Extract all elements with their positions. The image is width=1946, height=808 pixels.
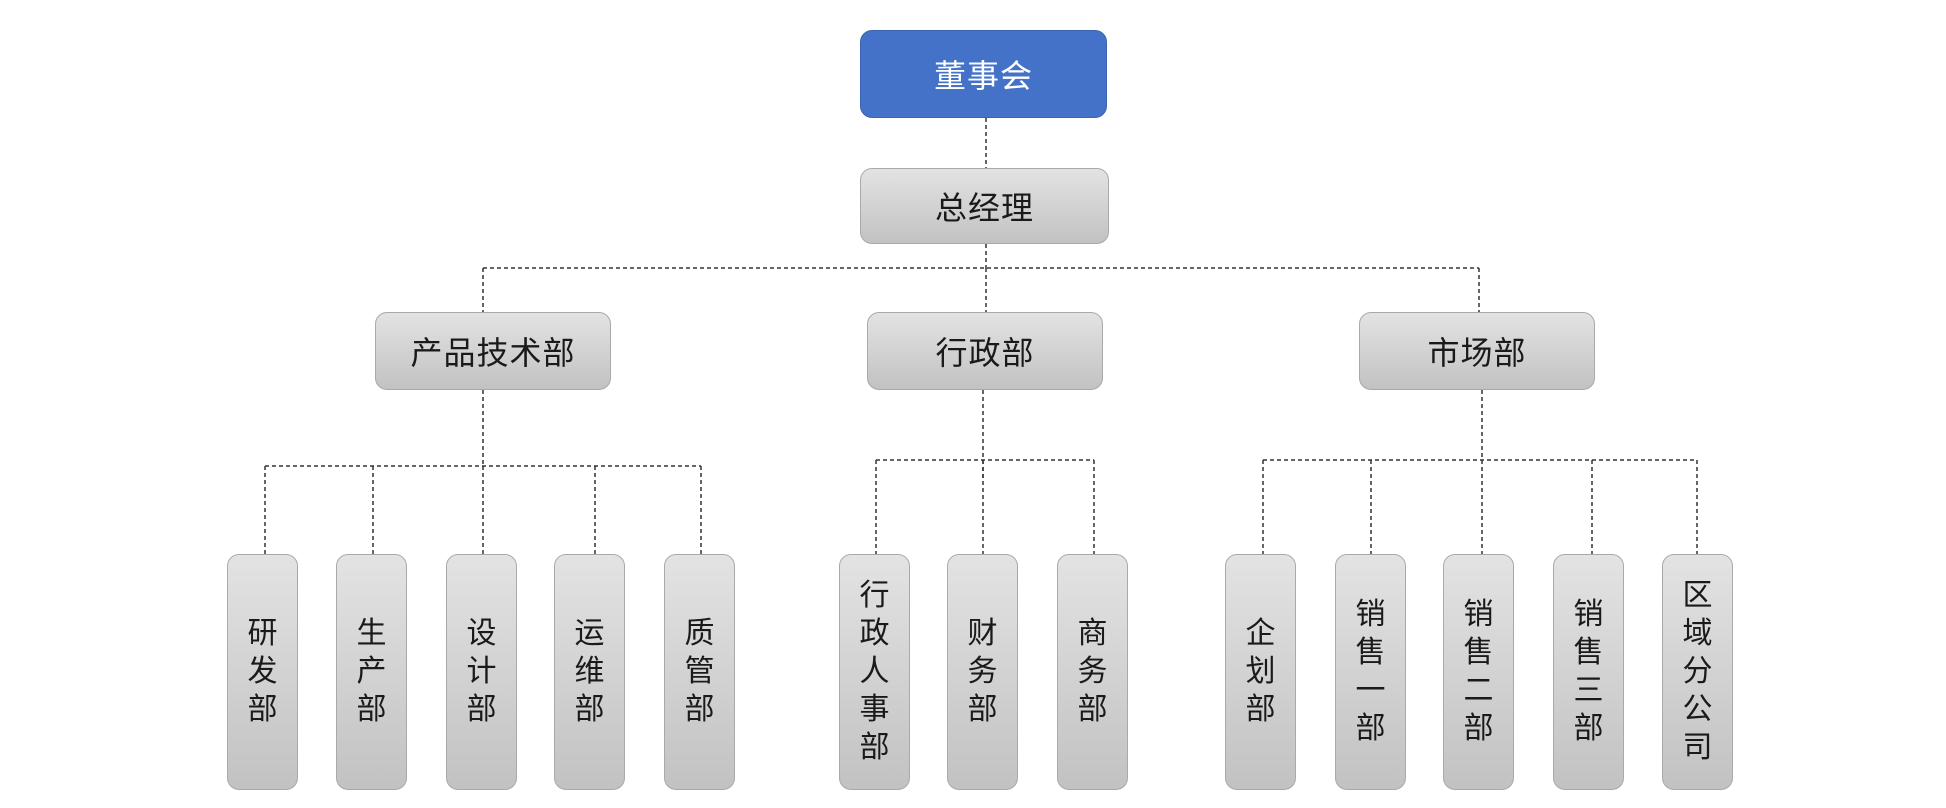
node-dept-market-label: 市场部 [1427,334,1527,372]
node-dept-product-tech-label: 产品技术部 [410,334,576,372]
node-sub-business: 商务部 [1057,554,1128,790]
node-sub-sales-3-label: 销售三部 [1573,597,1604,746]
node-general-manager-label: 总经理 [934,189,1034,227]
node-sub-planning: 企划部 [1225,554,1296,790]
node-sub-sales-1-label: 销售一部 [1355,597,1386,746]
node-sub-sales-2-label: 销售二部 [1463,597,1494,746]
node-sub-qa: 质管部 [664,554,735,790]
node-sub-qa-label: 质管部 [684,616,715,727]
node-sub-sales-2: 销售二部 [1443,554,1514,790]
node-sub-rd-label: 研发部 [247,616,278,727]
node-dept-product-tech: 产品技术部 [375,312,611,390]
node-sub-ops-label: 运维部 [574,616,605,727]
node-sub-hr-label: 行政人事部 [859,578,890,765]
node-sub-design: 设计部 [446,554,517,790]
node-sub-production: 生产部 [336,554,407,790]
node-sub-planning-label: 企划部 [1245,616,1276,727]
node-sub-regional-branch-label: 区域分公司 [1682,578,1713,765]
node-sub-ops: 运维部 [554,554,625,790]
node-sub-business-label: 商务部 [1077,616,1108,727]
node-board: 董事会 [860,30,1107,118]
node-sub-design-label: 设计部 [466,616,497,727]
node-dept-market: 市场部 [1359,312,1595,390]
node-sub-sales-1: 销售一部 [1335,554,1406,790]
node-dept-admin-label: 行政部 [935,334,1035,372]
node-sub-regional-branch: 区域分公司 [1662,554,1733,790]
node-sub-production-label: 生产部 [356,616,387,727]
node-dept-admin: 行政部 [867,312,1103,390]
node-sub-sales-3: 销售三部 [1553,554,1624,790]
node-sub-finance: 财务部 [947,554,1018,790]
node-sub-finance-label: 财务部 [967,616,998,727]
node-general-manager: 总经理 [860,168,1109,244]
node-sub-hr: 行政人事部 [839,554,910,790]
node-sub-rd: 研发部 [227,554,298,790]
node-board-label: 董事会 [933,57,1033,95]
